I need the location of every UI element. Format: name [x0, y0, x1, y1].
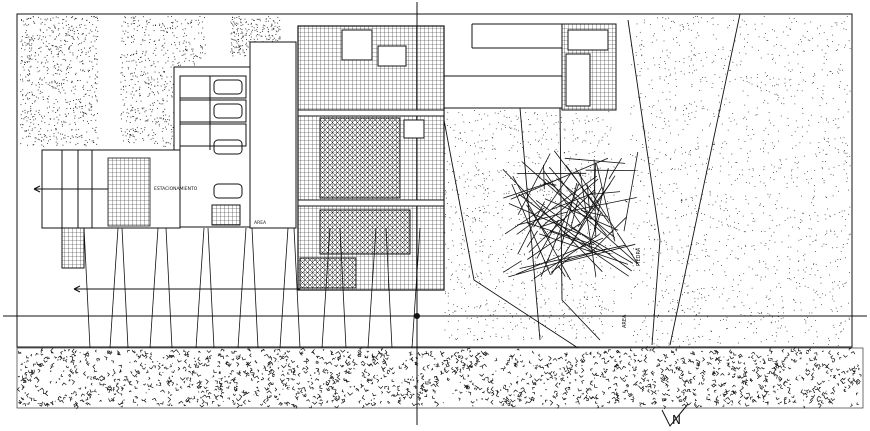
north-arrow: N: [661, 403, 689, 427]
tree-canopy-scribble: [502, 150, 640, 281]
main-building-plan: [297, 25, 445, 291]
site-boundary: [16, 13, 853, 348]
stair-block: [61, 227, 85, 269]
annex-building: [444, 23, 617, 111]
tower-block: [249, 41, 297, 229]
parking-block: [173, 66, 251, 228]
area-right-label: AREA: [622, 314, 628, 328]
vegetation-band: [17, 345, 862, 410]
gravel-zone-left: [20, 16, 281, 147]
projection-lines: [83, 227, 421, 349]
piedra-label: PIEDRA: [636, 247, 642, 266]
area-left-label: AREA: [254, 220, 267, 226]
gravel-zone-right: [444, 16, 851, 347]
parking-label: ESTACIONAMIENTO: [154, 186, 198, 192]
vegetation-band-outline: [16, 347, 864, 409]
north-label: N: [672, 413, 681, 427]
site-diagonal-lines: [443, 13, 741, 349]
axis-origin-marker: [414, 313, 420, 319]
